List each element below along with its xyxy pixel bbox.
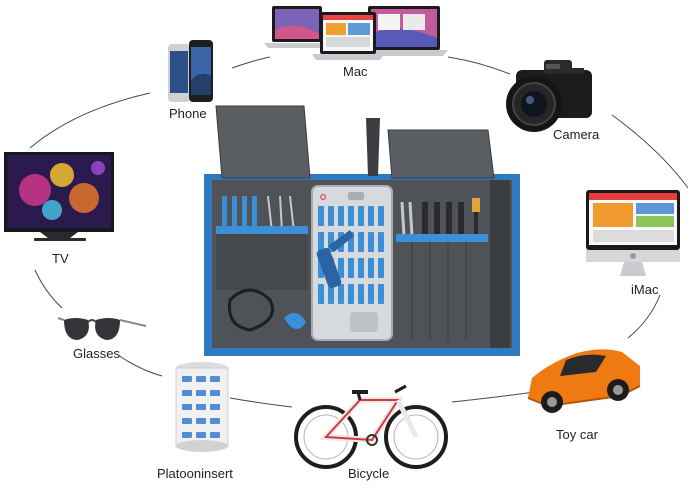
left-tool-panel: [216, 195, 308, 332]
label-bicycle: Bicycle: [348, 466, 390, 481]
camera-group: [506, 60, 592, 132]
label-tv: TV: [52, 251, 69, 266]
label-camera: Camera: [553, 127, 600, 142]
label-phone: Phone: [169, 106, 207, 121]
tv-group: [4, 152, 114, 241]
label-glasses: Glasses: [73, 346, 120, 361]
label-toy-car: Toy car: [556, 427, 598, 442]
arc-mac-camera: [447, 56, 511, 75]
toy-car-group: [527, 349, 641, 413]
arc-phone-mac: [231, 56, 271, 69]
label-imac: iMac: [631, 282, 659, 297]
arc-glasses-platoon: [117, 354, 163, 377]
arc-tv-phone: [29, 92, 151, 149]
bicycle-group: [294, 384, 448, 469]
macbook-group: [264, 6, 448, 60]
arc-camera-imac: [611, 114, 689, 189]
label-platooninsert: Platooninsert: [157, 466, 233, 481]
kit-right-flap: [387, 129, 495, 179]
arc-platoon-bicycle: [229, 397, 293, 408]
bit-case: O: [311, 185, 393, 341]
arc-tv-glasses: [34, 269, 63, 309]
kit-left-flap: [215, 105, 311, 179]
kit-velcro-strip: [490, 180, 510, 348]
glasses-group: [57, 317, 147, 340]
right-tool-panel: [396, 198, 488, 340]
kit-strap: [366, 118, 380, 176]
arc-toycar-bicycle: [451, 391, 536, 403]
laptop-left: [264, 6, 330, 48]
phone-group: [168, 40, 213, 102]
connector-lines: [29, 56, 689, 408]
bit-case-brand: O: [320, 193, 326, 202]
laptop-right: [360, 6, 448, 56]
label-mac: Mac: [343, 64, 368, 79]
imac-group: [586, 190, 680, 276]
arc-imac-toycar: [627, 294, 661, 339]
tool-kit: O: [204, 105, 520, 356]
power-tower-group: [175, 362, 229, 452]
laptop-center: [312, 12, 384, 60]
